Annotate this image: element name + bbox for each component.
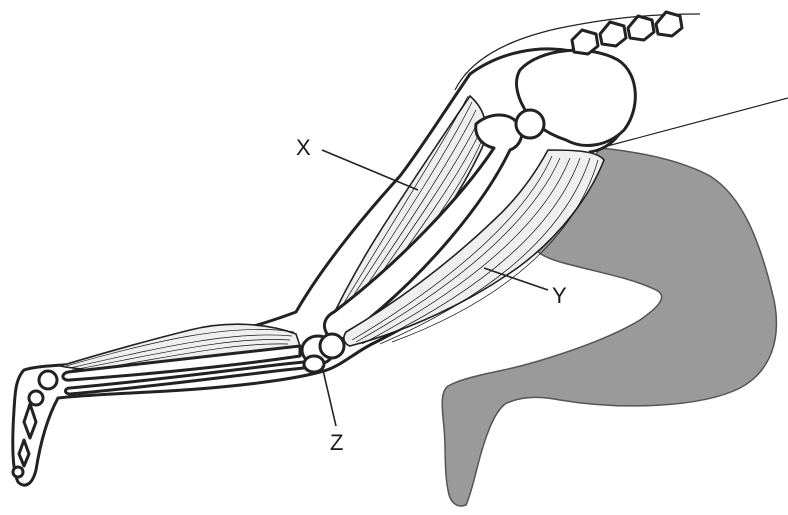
spine-vertebrae <box>572 12 682 54</box>
label-z: Z <box>330 430 343 455</box>
leader-z <box>322 366 336 426</box>
label-x: X <box>296 135 311 160</box>
label-y: Y <box>552 283 567 308</box>
femur-head <box>516 110 544 138</box>
